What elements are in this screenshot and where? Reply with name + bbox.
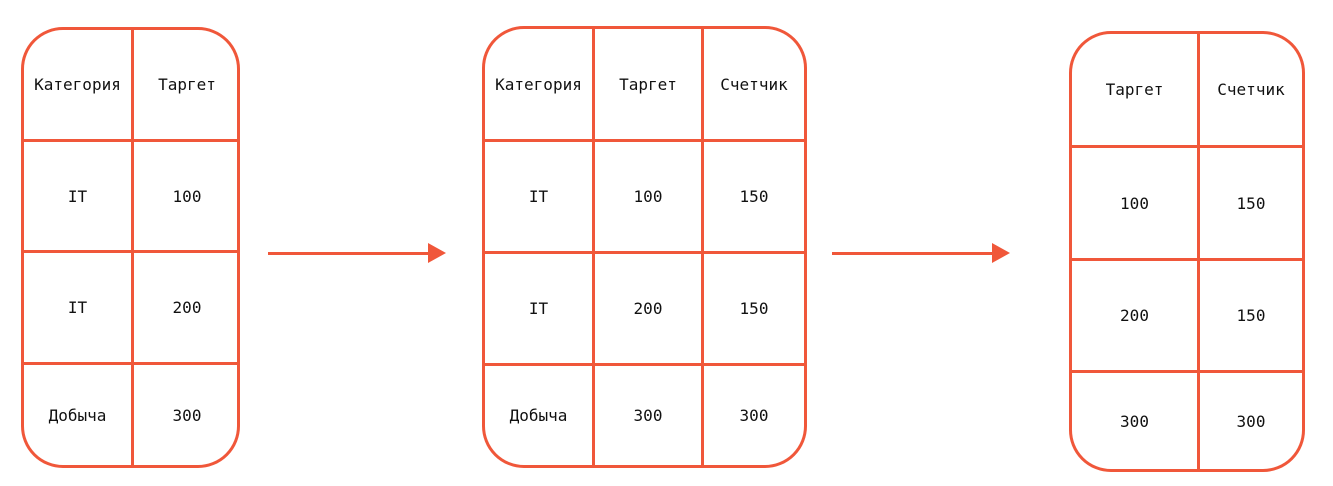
cell-counter: 150 — [704, 254, 804, 366]
cell-counter: 300 — [1236, 411, 1266, 431]
cell-target: 100 — [595, 142, 704, 254]
cell-target: 300 — [172, 405, 202, 425]
result-table: Таргет Счетчик 100 150 200 150 300 300 — [1069, 31, 1305, 472]
header-target: Таргет — [595, 29, 704, 142]
cell-target: 300 — [595, 366, 704, 465]
header-counter: Счетчик — [704, 29, 804, 142]
cell-counter: 150 — [1200, 261, 1302, 373]
cell-category: IT — [24, 142, 134, 253]
cell-target: 200 — [134, 253, 237, 365]
header-counter: Счетчик — [1200, 34, 1302, 148]
cell-target: 200 — [595, 254, 704, 366]
counter-table: Категория Таргет Счетчик IT 100 150 IT 2… — [482, 26, 807, 468]
cell-category: Добыча — [24, 365, 134, 465]
header-category: Категория — [24, 30, 134, 142]
cell-target: 300 — [1072, 373, 1200, 469]
cell-target: 100 — [1072, 148, 1200, 261]
cell-counter: 300 — [739, 406, 769, 425]
header-category: Категория — [485, 29, 595, 142]
cell-category: IT — [24, 253, 134, 365]
source-table: Категория Таргет IT 100 IT 200 Добыча 30… — [21, 27, 240, 468]
cell-target: 100 — [134, 142, 237, 253]
header-target: Таргет — [1072, 34, 1200, 148]
cell-category: IT — [485, 142, 595, 254]
cell-category: Добыча — [485, 366, 595, 465]
cell-target: 200 — [1072, 261, 1200, 373]
cell-counter: 150 — [1200, 148, 1302, 261]
header-target: Таргет — [134, 30, 237, 142]
cell-category: IT — [485, 254, 595, 366]
cell-counter: 150 — [704, 142, 804, 254]
